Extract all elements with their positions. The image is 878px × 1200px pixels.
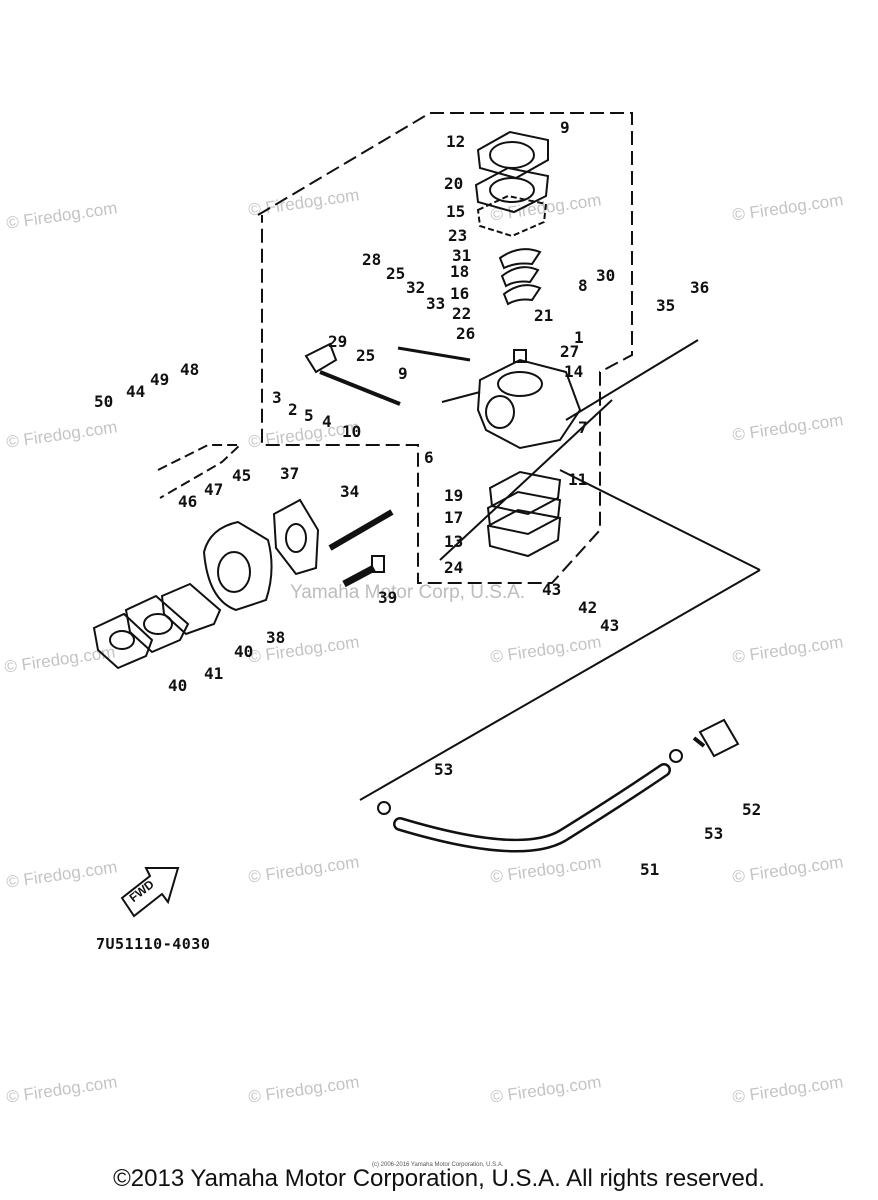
part-label: 13 bbox=[444, 532, 464, 551]
part-label: 43 bbox=[542, 580, 562, 599]
lever-16 bbox=[502, 284, 542, 306]
part-label: 6 bbox=[424, 448, 434, 467]
forward-arrow bbox=[120, 867, 180, 918]
part-label: 30 bbox=[596, 266, 616, 285]
part-label: 4 bbox=[322, 412, 332, 431]
center-watermark: Yamaha Motor Corp, U.S.A. bbox=[290, 582, 526, 603]
lever-31 bbox=[498, 248, 542, 270]
part-label: 2 bbox=[288, 400, 298, 419]
part-label: 23 bbox=[448, 226, 468, 245]
carburetor-body bbox=[476, 358, 582, 450]
part-label: 47 bbox=[204, 480, 224, 499]
part-label: 43 bbox=[600, 616, 620, 635]
part-label: 33 bbox=[426, 294, 446, 313]
bolt bbox=[342, 564, 376, 588]
part-label: 48 bbox=[180, 360, 200, 379]
diagram-code: 7U51110-4030 bbox=[96, 935, 211, 953]
part-label: 14 bbox=[564, 362, 584, 381]
gasket-40-lower bbox=[92, 612, 154, 670]
choke-shaft bbox=[397, 346, 471, 362]
part-label: 41 bbox=[204, 664, 224, 683]
part-label: 53 bbox=[434, 760, 454, 779]
assembly-boundary bbox=[257, 112, 633, 584]
part-label: 17 bbox=[444, 508, 464, 527]
part-label: 50 bbox=[94, 392, 114, 411]
part-label: 40 bbox=[234, 642, 254, 661]
fuel-filter bbox=[698, 718, 740, 758]
part-label: 12 bbox=[446, 132, 466, 151]
stud bbox=[328, 509, 394, 551]
part-label: 25 bbox=[356, 346, 376, 365]
part-label: 53 bbox=[704, 824, 724, 843]
part-label: 49 bbox=[150, 370, 170, 389]
part-label: 11 bbox=[568, 470, 588, 489]
part-label: 10 bbox=[342, 422, 362, 441]
part-label: 15 bbox=[446, 202, 466, 221]
part-label: 7 bbox=[578, 418, 588, 437]
part-label: 35 bbox=[656, 296, 676, 315]
part-label: 31 bbox=[452, 246, 472, 265]
part-label: 22 bbox=[452, 304, 472, 323]
part-label: 32 bbox=[406, 278, 426, 297]
part-label: 5 bbox=[304, 406, 314, 425]
part-label: 9 bbox=[560, 118, 570, 137]
part-label: 37 bbox=[280, 464, 300, 483]
part-label: 8 bbox=[578, 276, 588, 295]
part-label: 52 bbox=[742, 800, 762, 819]
part-label: 24 bbox=[444, 558, 464, 577]
part-label: 29 bbox=[328, 332, 348, 351]
part-label: 46 bbox=[178, 492, 198, 511]
part-label: 26 bbox=[456, 324, 476, 343]
fine-print: (c) 2006-2016 Yamaha Motor Corporation, … bbox=[372, 1162, 504, 1168]
intake-gasket bbox=[272, 498, 320, 576]
part-label: 19 bbox=[444, 486, 464, 505]
part-label: 27 bbox=[560, 342, 580, 361]
part-label: 25 bbox=[386, 264, 406, 283]
pump-body bbox=[486, 508, 562, 558]
flange bbox=[124, 594, 190, 654]
diaphragm bbox=[474, 166, 550, 214]
throttle-shaft bbox=[319, 370, 401, 406]
spacer bbox=[202, 520, 273, 612]
part-label: 9 bbox=[398, 364, 408, 383]
lever-18 bbox=[500, 266, 540, 288]
diaphragm-cover bbox=[476, 130, 549, 180]
throttle-lever bbox=[304, 342, 338, 374]
part-label: 39 bbox=[378, 588, 398, 607]
part-label: 44 bbox=[126, 382, 146, 401]
part-label: 3 bbox=[272, 388, 282, 407]
flange-group-outline bbox=[157, 444, 243, 499]
part-label: 42 bbox=[578, 598, 598, 617]
part-label: 28 bbox=[362, 250, 382, 269]
part-label: 18 bbox=[450, 262, 470, 281]
part-label: 38 bbox=[266, 628, 286, 647]
part-label: 36 bbox=[690, 278, 710, 297]
copyright-notice: ©2013 Yamaha Motor Corporation, U.S.A. A… bbox=[113, 1165, 765, 1192]
part-label: 40 bbox=[168, 676, 188, 695]
part-label: 51 bbox=[640, 860, 660, 879]
part-label: 20 bbox=[444, 174, 464, 193]
part-label: 1 bbox=[574, 328, 584, 347]
part-label: 16 bbox=[450, 284, 470, 303]
part-label: 45 bbox=[232, 466, 252, 485]
part-label: 21 bbox=[534, 306, 554, 325]
gasket bbox=[476, 194, 548, 238]
part-label: 34 bbox=[340, 482, 360, 501]
